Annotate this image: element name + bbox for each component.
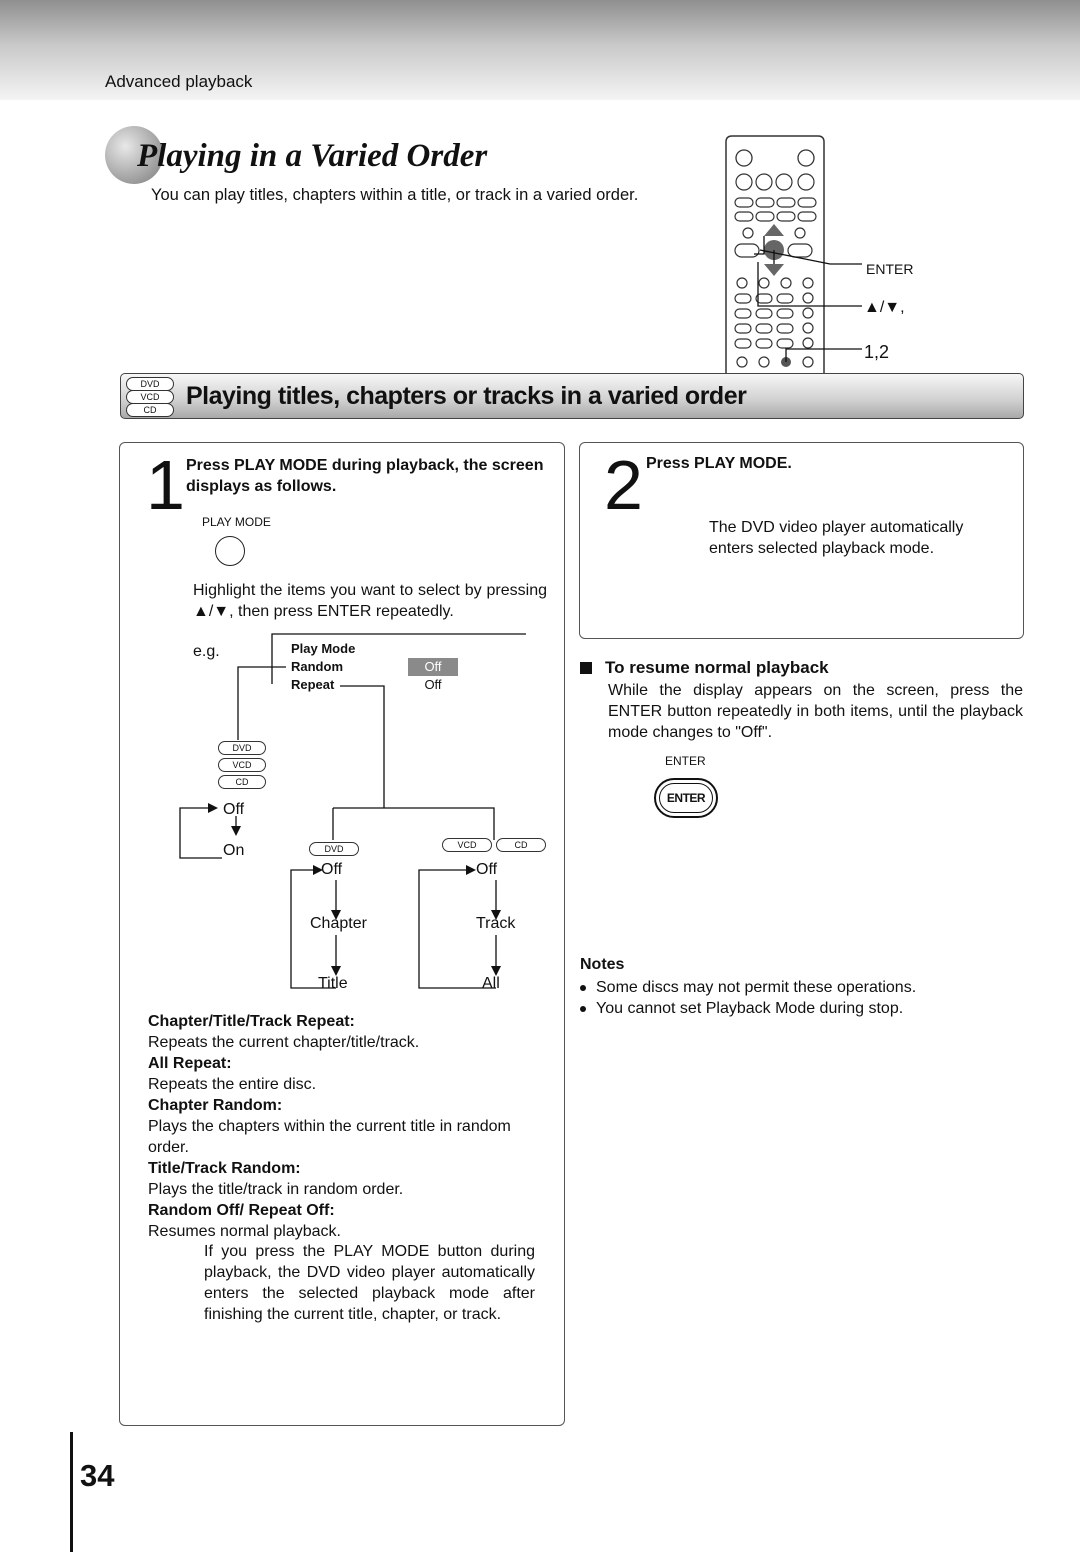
resume-heading: To resume normal playback bbox=[605, 658, 829, 677]
random-disc-cd: CD bbox=[218, 775, 266, 789]
banner-heading: Playing titles, chapters or tracks in a … bbox=[186, 382, 747, 410]
step1-heading: Press PLAY MODE during playback, the scr… bbox=[186, 457, 544, 495]
enter-button-label: ENTER bbox=[665, 754, 706, 768]
def-desc-title-track-random: Plays the title/track in random order. bbox=[148, 1181, 404, 1198]
random-off: Off bbox=[223, 801, 245, 818]
notes-list: Some discs may not permit these operatio… bbox=[580, 977, 916, 1019]
step2-heading: Press PLAY MODE. bbox=[646, 455, 792, 472]
note-item: You cannot set Playback Mode during stop… bbox=[580, 998, 916, 1019]
title-bullet-icon bbox=[105, 126, 163, 184]
menu-repeat: Repeat bbox=[291, 677, 335, 692]
def-term-chapter-random: Chapter Random: bbox=[148, 1097, 283, 1114]
menu-random: Random bbox=[291, 659, 343, 674]
remote-arrows-label: ▲/▼, bbox=[864, 299, 905, 316]
cd-repeat-track: Track bbox=[476, 915, 516, 932]
banner-disc-cd: CD bbox=[126, 403, 174, 417]
page-number: 34 bbox=[80, 1458, 115, 1493]
def-desc-chapter-title-track-repeat: Repeats the current chapter/title/track. bbox=[148, 1034, 420, 1051]
dvd-repeat-title: Title bbox=[318, 975, 348, 992]
play-mode-flow-diagram bbox=[179, 633, 526, 989]
cd-repeat-off: Off bbox=[476, 861, 498, 878]
step2-text: The DVD video player automatically enter… bbox=[709, 519, 964, 557]
def-term-chapter-title-track-repeat: Chapter/Title/Track Repeat: bbox=[148, 1013, 355, 1030]
play-mode-button-icon bbox=[215, 536, 245, 566]
def-term-title-track-random: Title/Track Random: bbox=[148, 1160, 301, 1177]
intro-text: You can play titles, chapters within a t… bbox=[151, 186, 639, 204]
header-band bbox=[0, 0, 1080, 100]
random-disc-dvd: DVD bbox=[218, 741, 266, 755]
resume-bullet-icon bbox=[580, 662, 592, 674]
repeat-disc-vcd: VCD bbox=[442, 838, 492, 852]
page-number-bar bbox=[70, 1432, 73, 1552]
menu-title: Play Mode bbox=[291, 641, 356, 656]
page-title: Playing in a Varied Order bbox=[137, 138, 488, 174]
step1-note: If you press the PLAY MODE button during… bbox=[204, 1243, 535, 1323]
step1-instruction: Highlight the items you want to select b… bbox=[193, 582, 547, 620]
menu-repeat-value: Off bbox=[424, 677, 442, 692]
def-desc-chapter-random: Plays the chapters within the current ti… bbox=[148, 1118, 511, 1156]
remote-steps-label: 1,2 bbox=[864, 342, 890, 362]
def-term-all-repeat: All Repeat: bbox=[148, 1055, 232, 1072]
random-disc-vcd: VCD bbox=[218, 758, 266, 772]
resume-text: While the display appears on the screen,… bbox=[608, 682, 1023, 741]
notes-heading: Notes bbox=[580, 956, 625, 973]
repeat-disc-cd: CD bbox=[496, 838, 546, 852]
definitions-list: Chapter/Title/Track Repeat: Repeats the … bbox=[148, 1011, 548, 1242]
bullet-icon bbox=[580, 984, 586, 991]
section-label: Advanced playback bbox=[105, 72, 253, 91]
section-banner bbox=[120, 373, 1024, 419]
eg-label: e.g. bbox=[193, 643, 220, 660]
dvd-repeat-chapter: Chapter bbox=[310, 915, 367, 932]
banner-disc-vcd: VCD bbox=[126, 390, 174, 404]
enter-button-icon: ENTER bbox=[654, 778, 718, 818]
step1-number: 1 bbox=[146, 446, 185, 524]
random-on: On bbox=[223, 842, 245, 859]
menu-random-value: Off bbox=[424, 659, 442, 674]
dvd-repeat-off: Off bbox=[321, 861, 343, 878]
def-desc-random-repeat-off: Resumes normal playback. bbox=[148, 1223, 341, 1240]
banner-disc-dvd: DVD bbox=[126, 377, 174, 391]
step2-panel bbox=[579, 442, 1024, 639]
step2-number: 2 bbox=[604, 446, 643, 524]
repeat-disc-dvd: DVD bbox=[309, 842, 359, 856]
remote-control-illustration bbox=[725, 135, 862, 374]
cd-repeat-all: All bbox=[482, 975, 500, 992]
step1-panel bbox=[119, 442, 565, 1426]
bullet-icon bbox=[580, 1005, 586, 1012]
remote-enter-label: ENTER bbox=[866, 261, 914, 277]
def-term-random-repeat-off: Random Off/ Repeat Off: bbox=[148, 1202, 335, 1219]
play-mode-button-label: PLAY MODE bbox=[202, 515, 271, 529]
def-desc-all-repeat: Repeats the entire disc. bbox=[148, 1076, 317, 1093]
note-item: Some discs may not permit these operatio… bbox=[580, 977, 916, 998]
enter-button-text: ENTER bbox=[666, 791, 706, 805]
